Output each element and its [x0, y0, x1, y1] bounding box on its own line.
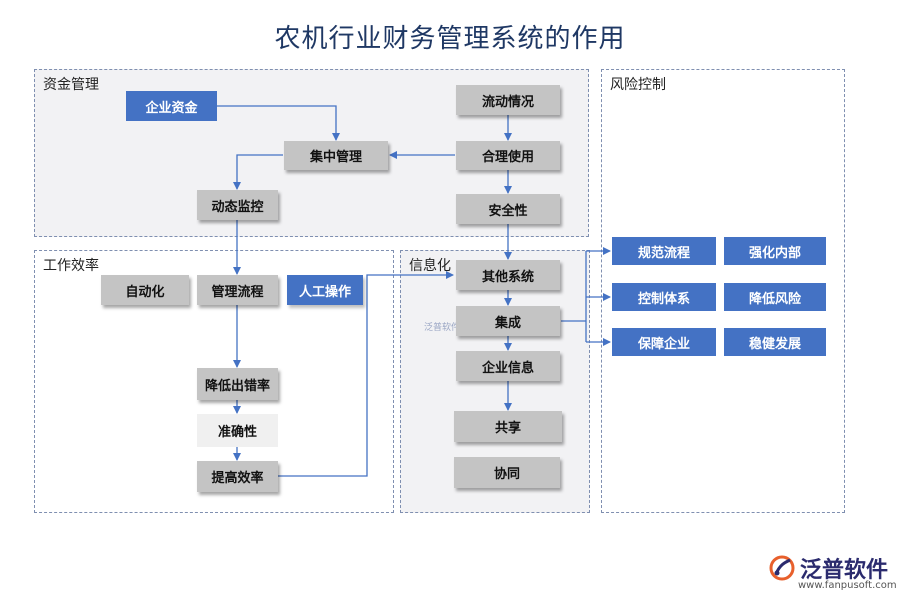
node-mgmt-process: 管理流程 [197, 275, 278, 305]
node-central-mgmt: 集中管理 [284, 141, 388, 170]
node-protect-enterprise: 保障企业 [612, 328, 716, 356]
section-info-label: 信息化 [409, 258, 451, 274]
node-reduce-errors: 降低出错率 [197, 368, 278, 400]
section-risk: 风险控制 [601, 69, 845, 513]
section-risk-label: 风险控制 [610, 77, 666, 93]
node-improve-efficiency: 提高效率 [197, 461, 278, 492]
node-flow-status: 流动情况 [456, 85, 560, 115]
node-security: 安全性 [456, 194, 560, 224]
section-funds-label: 资金管理 [43, 77, 99, 93]
node-control-system: 控制体系 [612, 283, 716, 311]
node-reduce-risk: 降低风险 [724, 283, 826, 311]
logo-icon [769, 555, 795, 581]
node-manual-op: 人工操作 [287, 275, 363, 305]
logo-name: 泛普软件 [800, 558, 889, 583]
node-dynamic-monitor: 动态监控 [197, 190, 278, 220]
node-enterprise-info: 企业信息 [456, 351, 560, 381]
node-steady-growth: 稳健发展 [724, 328, 826, 356]
watermark-small: 泛普软件 [424, 323, 461, 333]
node-integration: 集成 [456, 306, 560, 336]
node-standard-process: 规范流程 [612, 237, 716, 265]
node-strengthen-internal: 强化内部 [724, 237, 826, 265]
diagram-title: 农机行业财务管理系统的作用 [274, 24, 626, 54]
node-accuracy: 准确性 [197, 414, 278, 447]
node-collaborate: 协同 [454, 457, 560, 488]
node-enterprise-funds: 企业资金 [126, 91, 217, 121]
node-share: 共享 [454, 411, 562, 442]
node-reasonable-use: 合理使用 [456, 141, 560, 170]
logo-url: www.fanpusoft.com [798, 580, 897, 591]
section-efficiency: 工作效率 [34, 250, 394, 513]
brand-logo: 泛普软件 [768, 552, 888, 584]
node-automation: 自动化 [101, 275, 189, 305]
node-other-systems: 其他系统 [456, 260, 560, 290]
section-efficiency-label: 工作效率 [43, 258, 99, 274]
